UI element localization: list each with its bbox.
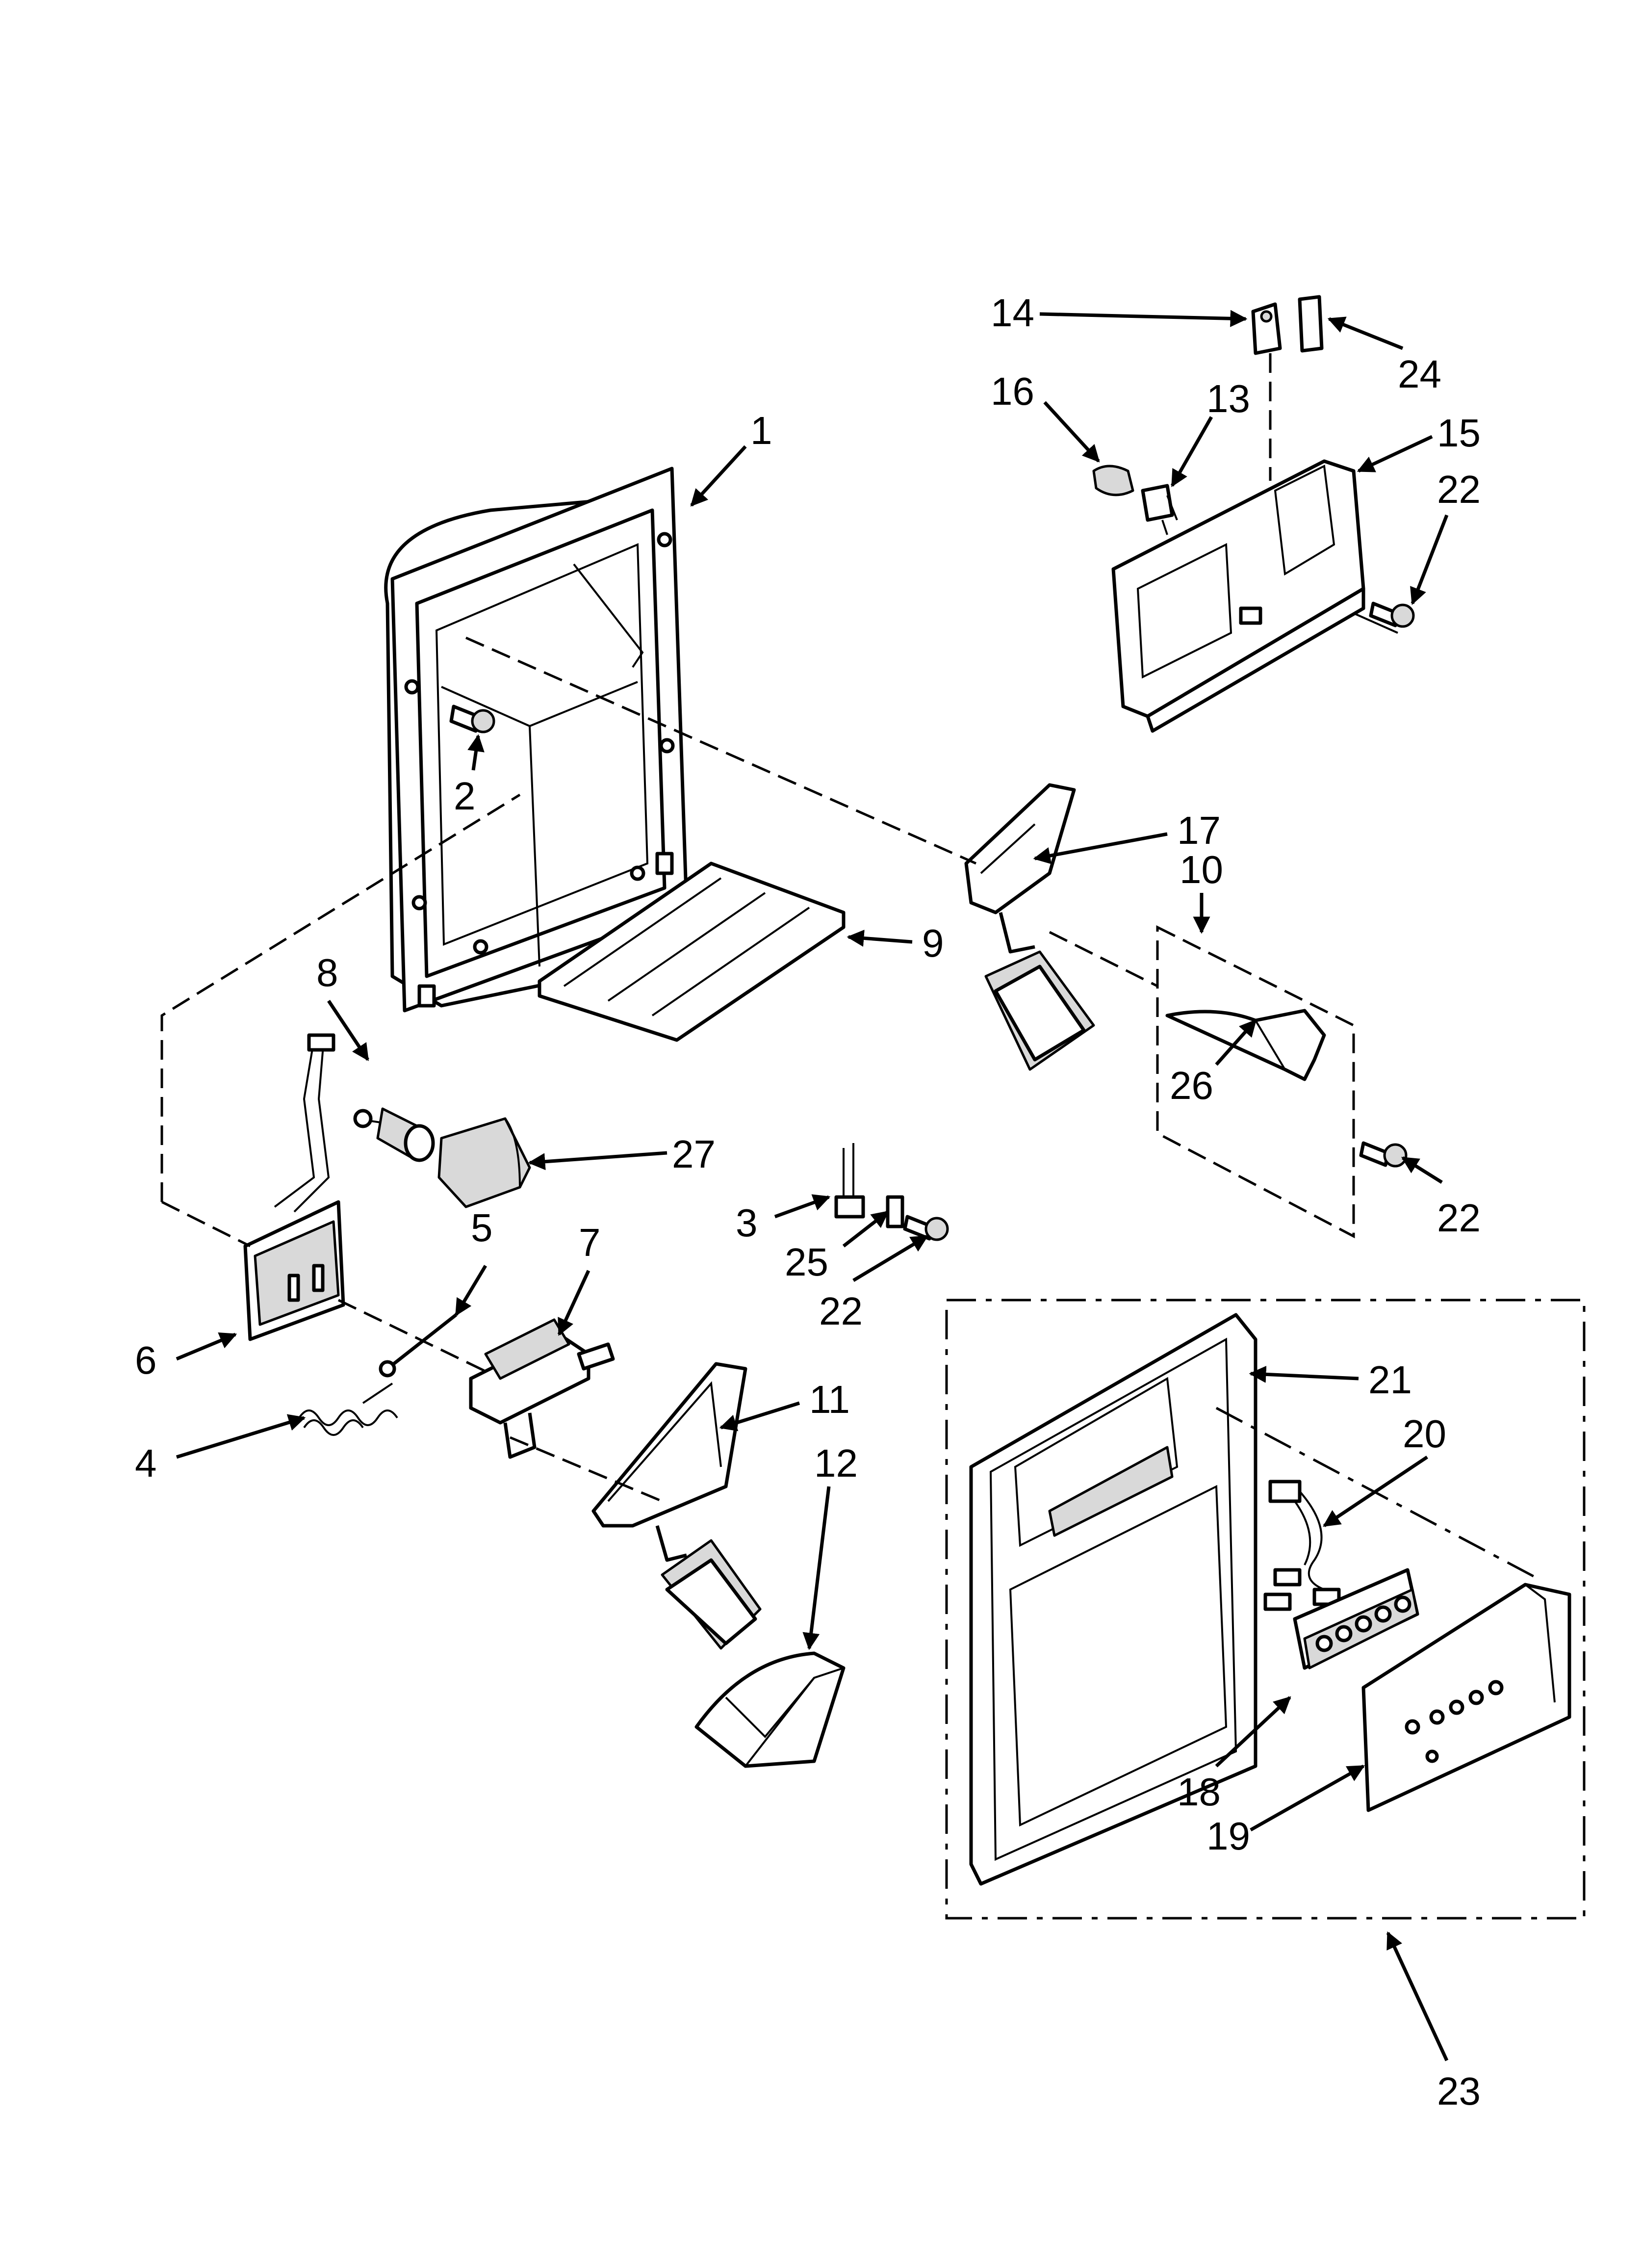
- part-lamp-housing-15: [1111, 459, 1398, 733]
- callout-13: 13: [1206, 377, 1250, 420]
- callout-24: 24: [1398, 352, 1441, 396]
- part-insulator-25: [886, 1195, 904, 1228]
- part-group-10: [1156, 925, 1355, 1239]
- callout-12: 12: [814, 1441, 858, 1485]
- part-screw-2: [449, 704, 495, 733]
- callout-5: 5: [471, 1206, 493, 1250]
- part-socket-13: [1141, 484, 1178, 535]
- callout-4: 4: [135, 1441, 157, 1485]
- callout-15: 15: [1437, 411, 1481, 455]
- part-insulator-24: [1298, 295, 1324, 353]
- callout-22-top: 22: [1437, 468, 1481, 511]
- part-actuator-11: [591, 1362, 762, 1650]
- part-housing-frame: [384, 467, 689, 1013]
- part-lever-26: [1165, 1009, 1326, 1081]
- callout-16: 16: [991, 369, 1034, 413]
- callout-27: 27: [672, 1132, 716, 1176]
- part-bracket-7: [469, 1318, 615, 1459]
- part-paddle-17: [964, 783, 1095, 1071]
- assembly-lines-23: [1215, 1407, 1541, 1581]
- callout-26: 26: [1170, 1064, 1213, 1107]
- part-switch-14: [1251, 302, 1282, 481]
- callout-10: 10: [1180, 848, 1223, 891]
- part-screw-22-top: [1369, 601, 1415, 628]
- leader-arrows: [176, 310, 1449, 2061]
- part-solenoid-module: [243, 1033, 345, 1341]
- part-cover-27: [437, 1117, 531, 1208]
- callout-labels: 1 2 3 4 5 6 7 8 9 10 11 12 13 14 15 16 1…: [135, 291, 1481, 2113]
- part-drip-tray: [538, 861, 846, 1042]
- callout-21: 21: [1368, 1358, 1412, 1402]
- callout-2: 2: [454, 774, 476, 818]
- part-bulb-16: [1092, 465, 1134, 496]
- part-spring: [298, 1382, 398, 1436]
- callout-1: 1: [750, 409, 772, 452]
- part-control-panel-19: [1361, 1583, 1571, 1812]
- callout-25: 25: [785, 1240, 828, 1284]
- callout-9: 9: [922, 921, 944, 965]
- callout-23: 23: [1437, 2069, 1481, 2113]
- callout-14: 14: [991, 291, 1034, 335]
- part-pin: [379, 1313, 458, 1378]
- part-group-23: [945, 1299, 1586, 1920]
- part-screw-22-right: [1359, 1141, 1408, 1168]
- callout-7: 7: [579, 1221, 601, 1264]
- callout-17: 17: [1177, 808, 1221, 852]
- callout-6: 6: [135, 1338, 157, 1382]
- callout-19: 19: [1206, 1814, 1250, 1858]
- callout-18: 18: [1177, 1770, 1221, 1814]
- callout-8: 8: [316, 951, 338, 994]
- part-wire-harness-20: [1263, 1480, 1341, 1611]
- part-dispenser-front-21: [969, 1313, 1257, 1886]
- part-screw-22-middle: [903, 1215, 949, 1241]
- part-switch-3: [834, 1143, 865, 1219]
- assembly-lines: [160, 636, 1158, 1503]
- part-solenoid-plunger: [353, 1107, 435, 1162]
- part-control-board-18: [1293, 1568, 1419, 1670]
- callout-22-right: 22: [1437, 1196, 1481, 1240]
- callout-22-middle: 22: [819, 1289, 863, 1333]
- part-chute-12: [694, 1651, 846, 1768]
- callout-3: 3: [736, 1201, 758, 1245]
- callout-11: 11: [809, 1378, 850, 1421]
- callout-20: 20: [1403, 1412, 1446, 1456]
